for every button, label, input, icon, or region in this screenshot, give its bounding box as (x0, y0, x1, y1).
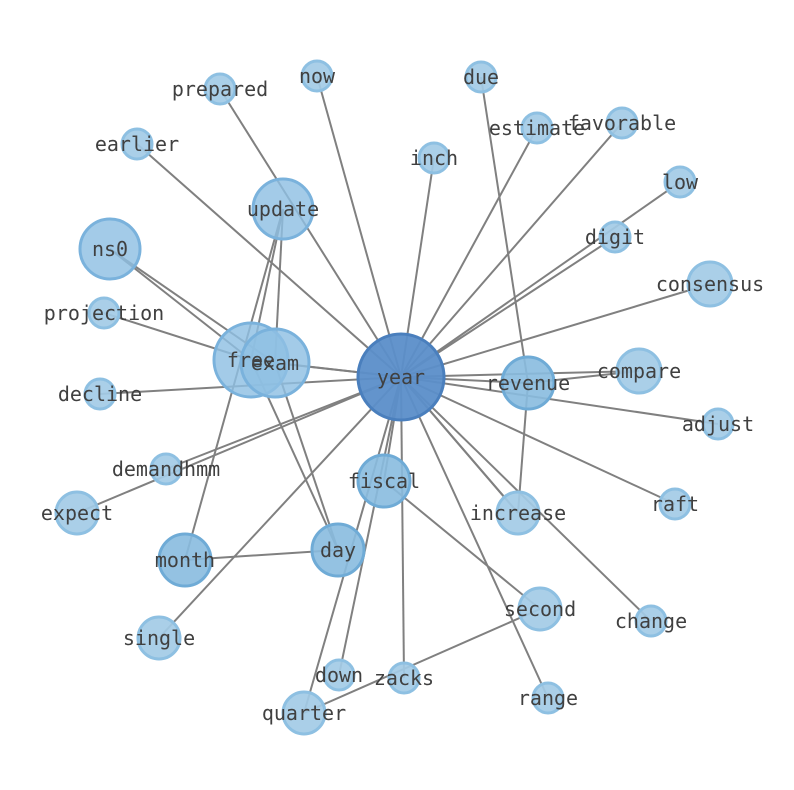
node-prepared (203, 72, 237, 106)
label-revenue: revenue (486, 371, 570, 395)
label-consensus: consensus (656, 272, 764, 296)
label-update: update (247, 197, 319, 221)
label-due: due (463, 65, 499, 89)
label-change: change (615, 609, 687, 633)
label-expect: expect (41, 501, 113, 525)
label-inch: inch (410, 146, 458, 170)
edge-year-range (400, 376, 549, 699)
node-fiscal (356, 453, 412, 509)
label-quarter: quarter (262, 701, 346, 725)
label-digit: digit (585, 225, 645, 249)
edge-year-single (158, 376, 402, 639)
node-estimate (520, 111, 554, 145)
node-quarter (281, 690, 327, 736)
node-decline (83, 377, 117, 411)
node-earlier (120, 127, 154, 161)
label-free: free (227, 348, 275, 372)
label-prepared: prepared (172, 77, 268, 101)
label-single: single (123, 626, 195, 650)
node-revenue (500, 355, 556, 411)
node-day (310, 522, 366, 578)
label-month: month (155, 548, 215, 572)
node-inch (417, 141, 451, 175)
edge-year-expect (76, 376, 402, 514)
label-second: second (504, 597, 576, 621)
edge-quarter-second (303, 608, 541, 714)
edge-year-prepared (219, 88, 402, 378)
label-year: year (377, 365, 425, 389)
edge-due-revenue (480, 76, 529, 384)
label-zacks: zacks (374, 666, 434, 690)
label-down: down (315, 663, 363, 687)
label-decline: decline (58, 382, 142, 406)
node-exam (239, 327, 311, 399)
node-zacks (387, 661, 421, 695)
edge-year-down (338, 376, 402, 676)
node-second (517, 586, 563, 632)
node-year (356, 332, 446, 422)
label-increase: increase (470, 501, 566, 525)
nodes-layer (54, 59, 735, 736)
node-digit (598, 220, 632, 254)
edge-year-favorable (400, 122, 623, 378)
edge-year-now (316, 75, 402, 378)
node-favorable (605, 106, 639, 140)
node-raft (658, 487, 692, 521)
edge-year-raft (400, 376, 676, 505)
node-single (136, 615, 182, 661)
label-projection: projection (44, 301, 164, 325)
label-exam: exam (251, 351, 299, 375)
label-demandhmm: demandhmm (112, 457, 220, 481)
label-low: low (662, 170, 699, 194)
node-demandhmm (149, 452, 183, 486)
edge-year-zacks (400, 376, 405, 679)
node-expect (54, 490, 100, 536)
label-earlier: earlier (95, 132, 179, 156)
edge-year-consensus (400, 283, 711, 378)
edge-year-adjust (400, 376, 719, 425)
label-adjust: adjust (682, 412, 754, 436)
label-compare: compare (597, 359, 681, 383)
edge-year-estimate (400, 127, 538, 378)
label-now: now (299, 64, 336, 88)
label-raft: raft (651, 492, 699, 516)
label-ns0: ns0 (92, 237, 128, 261)
node-month (157, 532, 213, 588)
node-low (663, 165, 697, 199)
node-ns0 (78, 217, 142, 281)
node-compare (615, 347, 663, 395)
label-day: day (320, 538, 356, 562)
node-range (531, 681, 565, 715)
label-favorable: favorable (568, 111, 676, 135)
label-range: range (518, 686, 578, 710)
node-now (300, 59, 334, 93)
node-increase (495, 490, 541, 536)
label-fiscal: fiscal (348, 469, 420, 493)
node-change (634, 604, 668, 638)
edge-year-low (400, 181, 681, 378)
node-consensus (686, 260, 734, 308)
node-due (464, 60, 498, 94)
node-update (251, 177, 315, 241)
node-down (322, 658, 356, 692)
node-adjust (701, 407, 735, 441)
edge-fiscal-second (383, 480, 541, 610)
node-projection (87, 296, 121, 330)
label-estimate: estimate (489, 116, 585, 140)
